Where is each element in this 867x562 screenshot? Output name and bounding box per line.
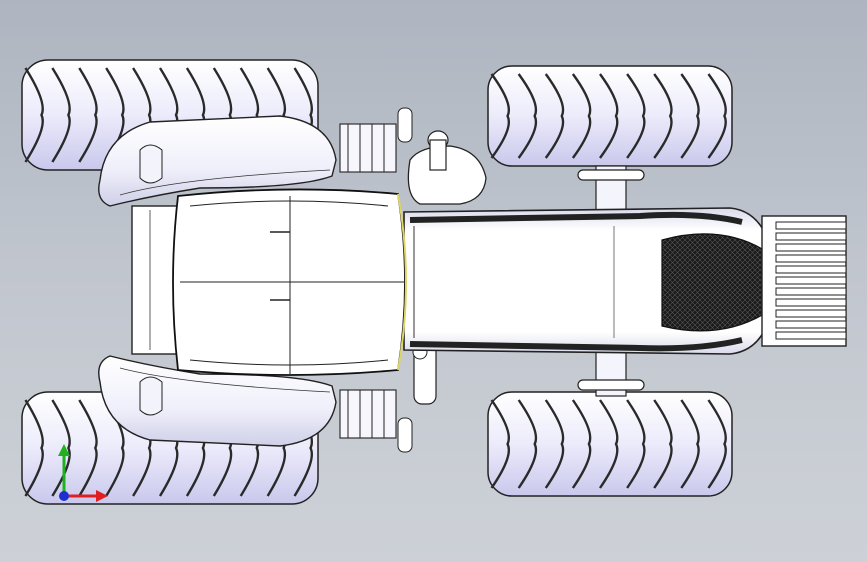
tire-tread-lug bbox=[626, 73, 646, 159]
tire-tread-lug bbox=[490, 73, 511, 159]
front-weight-icon bbox=[761, 215, 847, 347]
tire-tread-lug bbox=[599, 73, 619, 159]
tire-tread-lug bbox=[78, 399, 98, 497]
rear-fender-right bbox=[98, 355, 337, 447]
tire-tread-lug bbox=[51, 67, 71, 163]
front-weight-plate bbox=[775, 331, 847, 340]
lower-intake bbox=[412, 343, 437, 405]
front-weight-plate bbox=[775, 276, 847, 285]
front-weight-plate bbox=[775, 265, 847, 274]
tire-tread-lug bbox=[517, 73, 538, 159]
front-weight-plate bbox=[775, 287, 847, 296]
front-axle bbox=[577, 165, 645, 397]
front-weight-plate bbox=[775, 320, 847, 329]
front-weight-plate bbox=[775, 298, 847, 307]
front-weight-plate bbox=[775, 221, 847, 230]
tire-tread-lug bbox=[517, 399, 538, 489]
front-weight-plate bbox=[775, 254, 847, 263]
rear-fender-left bbox=[98, 115, 337, 207]
tire-tread-lug bbox=[490, 399, 511, 489]
cab-step-bottom bbox=[339, 389, 413, 453]
tire-tread-lug bbox=[680, 399, 700, 489]
tire-tread-lug bbox=[544, 73, 565, 159]
tire-tread-lug bbox=[653, 399, 673, 489]
cab-step-top bbox=[339, 107, 413, 173]
front-weight-plate bbox=[775, 232, 847, 241]
front-weight-plate bbox=[775, 243, 847, 252]
tire-tread-lug bbox=[680, 73, 700, 159]
tire-tread-lug bbox=[599, 399, 619, 489]
tire-tread-lug bbox=[24, 67, 44, 163]
tire-tread-lug bbox=[707, 399, 727, 489]
cab-roof bbox=[172, 188, 407, 376]
tire-tread-lug bbox=[571, 73, 592, 159]
engine-hood bbox=[403, 207, 777, 355]
tire-tread-lug bbox=[707, 73, 727, 159]
tire-tread-lug bbox=[24, 399, 44, 497]
front-weight-plate bbox=[775, 309, 847, 318]
tire-tread-lug bbox=[571, 399, 592, 489]
tire-tread-lug bbox=[78, 67, 98, 163]
exhaust-stack-icon bbox=[407, 130, 487, 205]
coordinate-triad-icon bbox=[58, 444, 108, 502]
tire-tread-lug bbox=[653, 73, 673, 159]
tire-tread-lug bbox=[544, 399, 565, 489]
tire-tread-lug bbox=[626, 399, 646, 489]
